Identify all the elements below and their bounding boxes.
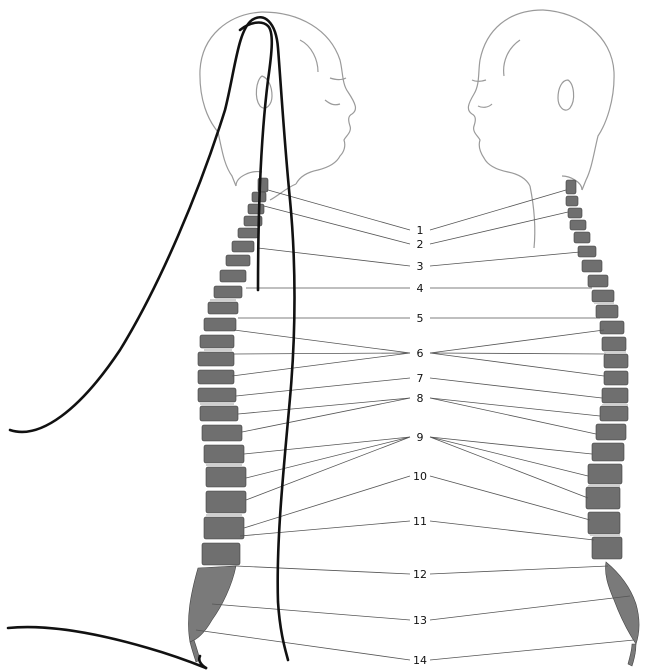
label-3: 3 <box>417 260 424 273</box>
left-spine <box>188 178 268 662</box>
leader-lines <box>196 190 634 660</box>
label-6: 6 <box>417 347 424 360</box>
right-spine <box>566 180 639 666</box>
label-8: 8 <box>417 392 424 405</box>
label-9: 9 <box>417 431 424 444</box>
label-12: 12 <box>413 568 427 581</box>
label-13: 13 <box>413 614 427 627</box>
label-5: 5 <box>417 312 424 325</box>
label-10: 10 <box>413 470 427 483</box>
label-11: 11 <box>413 515 427 528</box>
label-2: 2 <box>417 238 424 251</box>
label-7: 7 <box>417 372 424 385</box>
drawn-overlay <box>8 17 295 668</box>
label-1: 1 <box>417 224 424 237</box>
label-14: 14 <box>413 654 427 667</box>
number-labels: 1 2 3 4 5 6 7 8 9 10 11 12 13 14 <box>413 224 427 667</box>
label-4: 4 <box>417 282 424 295</box>
